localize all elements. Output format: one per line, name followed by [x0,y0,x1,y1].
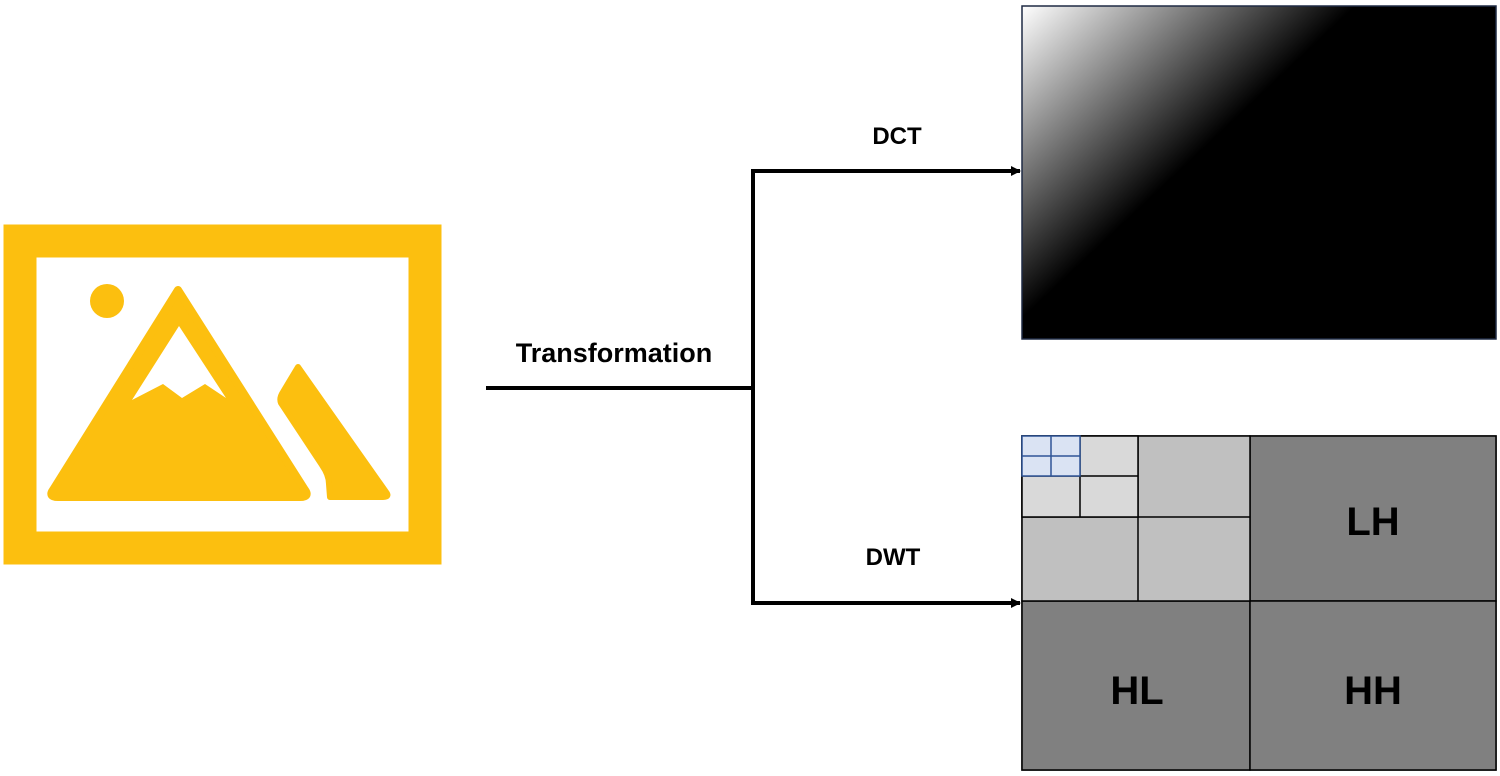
dwt-output-grid [1021,435,1497,771]
dwt-label: DWT [866,544,921,571]
transformation-label: Transformation [516,338,713,368]
subband-hh [1249,600,1497,771]
transform-connector [486,166,1021,608]
image-icon [3,224,442,565]
subband-hl-label: HL [1110,669,1163,713]
dct-output-panel [1021,5,1497,340]
subband-hh-label: HH [1344,669,1402,713]
subband-lh-label: LH [1346,500,1399,544]
dct-label: DCT [872,123,922,150]
